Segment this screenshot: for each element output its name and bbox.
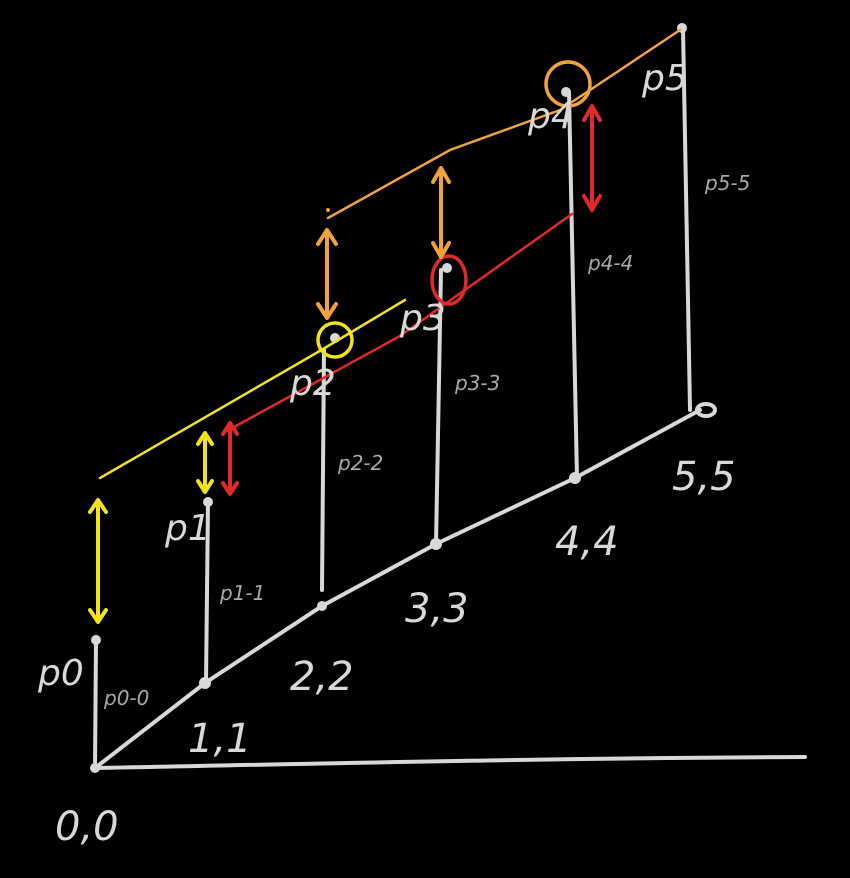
label-p0-0: p0-0	[103, 686, 149, 710]
label-p2: p2	[289, 363, 336, 404]
label-p3: p3	[399, 298, 446, 339]
red-fit-line	[223, 212, 574, 434]
dot-5-5	[695, 402, 717, 418]
vertical-axis	[93, 638, 98, 770]
label-p5: p5	[641, 58, 688, 99]
dot-0-0	[90, 763, 100, 773]
residual-labels: p0-0 p1-1 p2-2 p3-3 p4-4 p5-5	[103, 171, 750, 710]
dot-2-2	[317, 601, 327, 611]
baseline-labels: 0,0 1,1 2,2 3,3 4,4 5,5	[55, 454, 736, 850]
label-p4-4: p4-4	[587, 251, 633, 275]
stem-p3	[434, 268, 443, 546]
label-p3-3: p3-3	[454, 371, 500, 395]
label-0-0: 0,0	[55, 804, 119, 850]
red-arrow-p4	[582, 104, 602, 212]
dot-1-1	[199, 677, 211, 689]
red-highlight-circle	[430, 254, 468, 306]
stem-p1	[204, 500, 210, 685]
yellow-arrow-p0	[88, 498, 108, 624]
dot-3-3	[430, 538, 442, 550]
label-1-1: 1,1	[188, 716, 252, 762]
label-p2-2: p2-2	[337, 451, 383, 475]
label-3-3: 3,3	[405, 586, 469, 632]
orange-arrow-p3	[431, 166, 451, 259]
label-p1-1: p1-1	[219, 581, 265, 605]
vertical-stems	[204, 26, 692, 685]
axes	[93, 408, 807, 770]
label-p4: p4	[527, 96, 574, 137]
dot-p0	[91, 635, 101, 645]
yellow-fit-line	[98, 298, 407, 480]
orange-highlight-circle	[544, 60, 592, 108]
orange-fit-line	[326, 28, 682, 220]
yellow-arrow-p1	[196, 431, 214, 494]
orange-line-start-dot	[326, 208, 330, 212]
fit-lines	[98, 28, 682, 480]
stem-p2	[320, 348, 326, 592]
baseline-dots	[90, 402, 717, 773]
yellow-highlight-circle	[316, 321, 354, 359]
horizontal-axis	[93, 755, 807, 770]
residual-arrows	[88, 104, 602, 624]
diagonal-baseline	[93, 408, 702, 770]
label-2-2: 2,2	[290, 654, 354, 700]
dot-4-4	[569, 472, 581, 484]
label-p5-5: p5-5	[704, 171, 750, 195]
label-p0: p0	[37, 653, 84, 694]
p-labels: p0 p1 p2 p3 p4 p5	[37, 58, 688, 694]
label-5-5: 5,5	[672, 454, 736, 500]
dot-p4	[561, 87, 571, 97]
label-4-4: 4,4	[555, 519, 619, 565]
point-dots	[91, 23, 687, 645]
highlight-circles	[316, 60, 592, 359]
orange-arrow-p2	[316, 228, 338, 320]
red-arrow-p1	[221, 421, 239, 496]
label-p1: p1	[164, 508, 211, 549]
dot-p3	[442, 263, 452, 273]
dot-p1	[203, 497, 213, 507]
stem-p5	[681, 26, 692, 412]
stem-p4	[567, 90, 579, 480]
